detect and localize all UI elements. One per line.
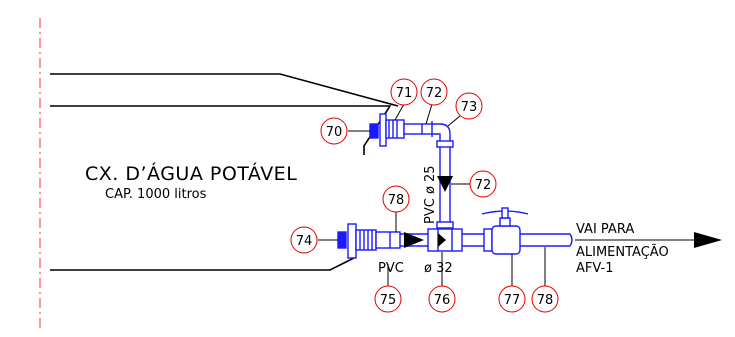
callout-70: 70 bbox=[320, 117, 348, 145]
upper-pipe bbox=[422, 121, 454, 148]
callout-77-label: 77 bbox=[504, 293, 521, 308]
callout-74: 74 bbox=[290, 226, 318, 254]
callout-72-side-label: 72 bbox=[475, 178, 492, 193]
outlet-line1: VAI PARA bbox=[576, 222, 634, 237]
callout-78-top-label: 78 bbox=[388, 193, 405, 208]
callout-78-top: 78 bbox=[382, 185, 410, 213]
callout-77: 77 bbox=[498, 285, 526, 313]
horizontal-pipe-diameter: ø 32 bbox=[424, 261, 453, 276]
callout-72-top: 72 bbox=[420, 78, 448, 106]
lower-bulkhead-fitting bbox=[337, 223, 401, 259]
tank-capacity: CAP. 1000 litros bbox=[105, 187, 207, 202]
callout-71-label: 71 bbox=[396, 86, 413, 101]
callout-73: 73 bbox=[455, 92, 483, 120]
ball-valve bbox=[481, 207, 529, 255]
callout-75-label: 75 bbox=[380, 293, 397, 308]
outlet-line2: ALIMENTAÇÃO bbox=[576, 244, 669, 260]
vertical-pipe-label: PVC ø 25 bbox=[423, 165, 438, 224]
upper-bulkhead-fitting bbox=[369, 113, 423, 147]
callout-78-bottom-label: 78 bbox=[537, 293, 554, 308]
callout-71: 71 bbox=[390, 78, 418, 106]
callout-leaders bbox=[318, 103, 546, 286]
callout-76: 76 bbox=[428, 285, 456, 313]
tank-title: CX. D’ÁGUA POTÁVEL bbox=[85, 162, 297, 185]
outlet-arrow bbox=[694, 232, 722, 248]
callout-72-side: 72 bbox=[469, 170, 497, 198]
callout-76-label: 76 bbox=[434, 293, 451, 308]
flow-arrow-right bbox=[404, 232, 424, 248]
callout-72-top-label: 72 bbox=[426, 86, 443, 101]
outlet-line3: AFV-1 bbox=[576, 261, 613, 276]
flow-arrow-down bbox=[437, 176, 453, 192]
callout-75: 75 bbox=[374, 285, 402, 313]
callout-70-label: 70 bbox=[326, 125, 343, 140]
vertical-pipe bbox=[436, 147, 454, 229]
tee-arrow bbox=[438, 233, 446, 247]
callout-78-bottom: 78 bbox=[531, 285, 559, 313]
callout-74-label: 74 bbox=[296, 234, 313, 249]
callout-73-label: 73 bbox=[461, 100, 478, 115]
horizontal-pipe-material: PVC bbox=[378, 261, 404, 276]
